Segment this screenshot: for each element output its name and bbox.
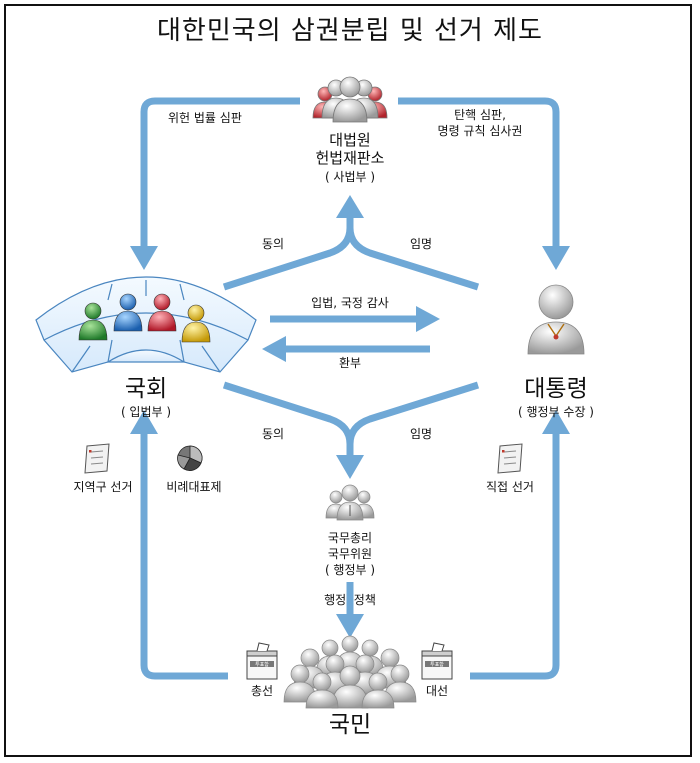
edge-label-impeachment-line2: 명령 규칙 심사권	[420, 124, 540, 138]
assembly-label: 국회	[96, 376, 196, 404]
edge-label-consent-top: 동의	[262, 237, 284, 251]
edge-label-unconstitutional-review: 위헌 법률 심판	[168, 111, 242, 125]
cabinet-sub-label: ( 행정부 )	[300, 563, 400, 577]
court-label-line1: 대법원	[300, 131, 400, 149]
arrowhead-down-president	[542, 246, 570, 270]
edge-label-consent-bottom: 동의	[262, 427, 284, 441]
edge-label-general-election: 총선	[240, 684, 284, 698]
cabinet-label-line1: 국무총리	[300, 531, 400, 545]
arrows	[144, 101, 556, 676]
pie-chart-icon	[178, 446, 203, 471]
edge-label-presidential-election: 대선	[415, 684, 459, 698]
ballot-paper-icon-right	[498, 444, 522, 473]
edge-label-district-election: 지역구 선거	[58, 480, 148, 494]
edge-label-impeachment-line1: 탄핵 심판,	[420, 108, 540, 122]
crowd-people-icon	[284, 636, 416, 708]
edge-label-legislation-audit: 입법, 국정 감사	[290, 296, 410, 310]
people-label: 국민	[300, 712, 400, 740]
court-people-icon	[313, 77, 387, 122]
arrowhead-down-people	[336, 614, 364, 638]
arrow-to-court-left	[224, 214, 350, 287]
page-title: 대한민국의 삼권분립 및 선거 제도	[0, 16, 700, 47]
ballot-box-icon-left	[247, 643, 277, 679]
edge-label-veto: 환부	[330, 356, 370, 370]
arrow-to-cabinet-left	[224, 385, 350, 457]
arrowhead-down-assembly	[130, 246, 158, 270]
edge-label-appoint-top: 임명	[410, 237, 432, 251]
president-label: 대통령	[496, 376, 616, 404]
edge-label-direct-election: 직접 선거	[470, 480, 550, 494]
assembly-sub-label: ( 입법부 )	[96, 405, 196, 419]
cabinet-people-icon	[326, 485, 374, 520]
ballot-box-icon-right	[422, 643, 452, 679]
arrowhead-up-court	[336, 195, 364, 218]
ballot-paper-icon-left	[85, 444, 109, 473]
arrowhead-down-cabinet	[336, 455, 364, 479]
ballot-box-label-left: 투표함	[255, 661, 269, 668]
arrowhead-right-legislation	[416, 306, 440, 332]
court-sub-label: ( 사법부 )	[300, 170, 400, 184]
arrowhead-left-veto	[262, 336, 286, 362]
edge-label-administration: 행정 정책	[300, 593, 400, 607]
president-sub-label: ( 행정부 수장 )	[496, 405, 616, 419]
cabinet-label-line2: 국무위원	[300, 547, 400, 561]
edge-label-appoint-bottom: 임명	[410, 427, 432, 441]
president-icon	[528, 285, 584, 354]
ballot-box-label-right: 투표함	[430, 661, 444, 668]
court-label-line2: 헌법재판소	[300, 149, 400, 167]
assembly-chamber-icon	[36, 277, 256, 372]
edge-label-proportional: 비례대표제	[154, 480, 234, 494]
